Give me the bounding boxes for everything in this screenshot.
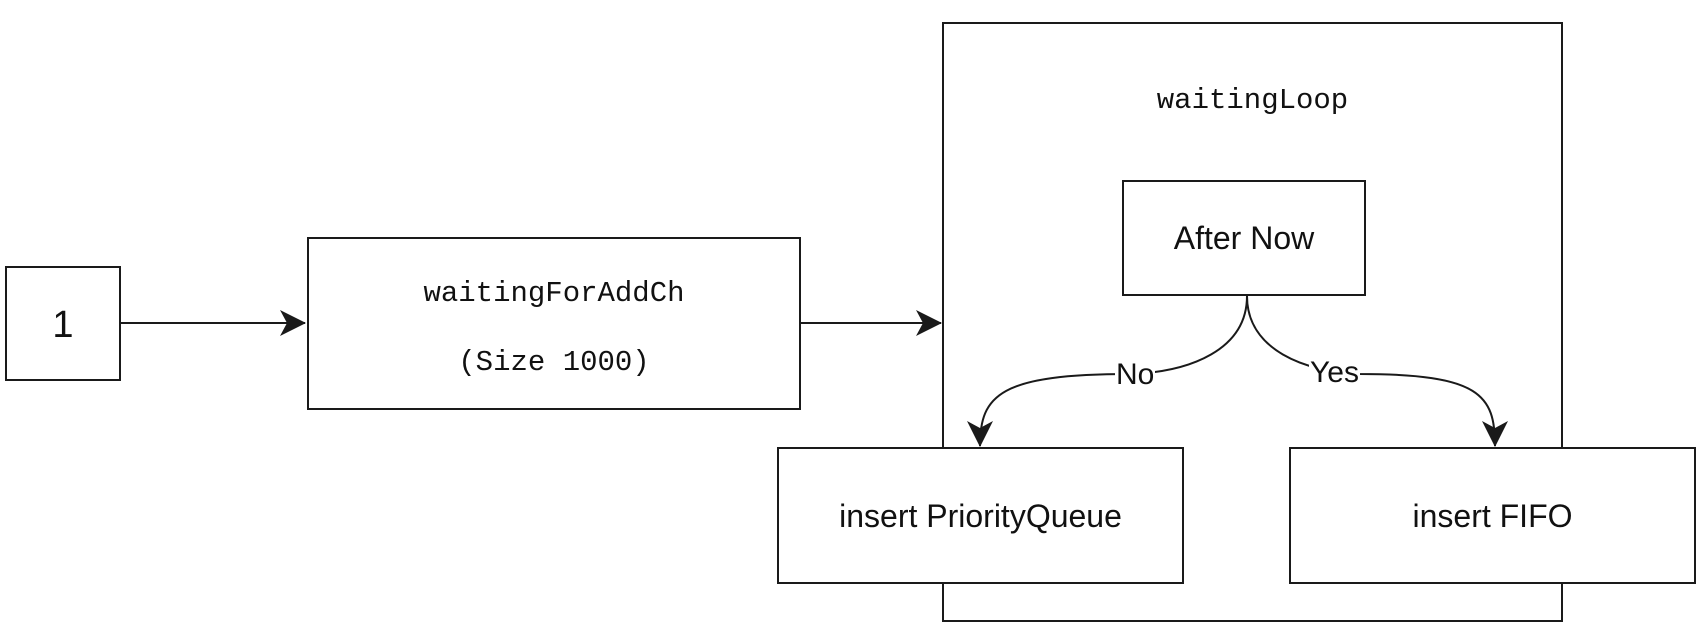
decision-node: After Now (1122, 180, 1366, 296)
channel-node: waitingForAddCh (Size 1000) (307, 237, 801, 410)
edge-label-no: No (1115, 358, 1156, 392)
input-node: 1 (5, 266, 121, 381)
priority-queue-node: insert PriorityQueue (777, 447, 1184, 584)
decision-label: After Now (1173, 220, 1315, 256)
arrow-decision-yes (1246, 295, 1508, 447)
priority-queue-label: insert PriorityQueue (839, 498, 1122, 534)
fifo-label: insert FIFO (1412, 498, 1573, 534)
loop-title: waitingLoop (1156, 84, 1349, 117)
channel-size: (Size 1000) (458, 346, 650, 379)
input-node-label: 1 (52, 304, 74, 346)
flow-diagram: 1 waitingForAddCh (Size 1000) waitingLoo… (5, 22, 1696, 622)
channel-name: waitingForAddCh (423, 277, 685, 310)
edge-label-yes: Yes (1309, 356, 1360, 390)
fifo-node: insert FIFO (1289, 447, 1696, 584)
